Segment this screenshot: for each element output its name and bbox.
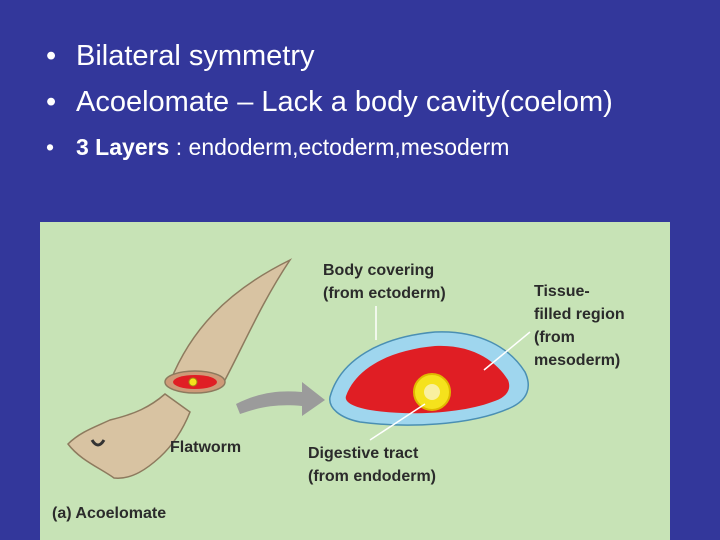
figure-caption: (a) Acoelomate [52,505,166,522]
label-tissue-filled: Tissue- filled region (from mesoderm) [534,283,629,369]
bullet-text: Acoelomate – Lack a body cavity(coelom) [76,86,613,118]
flatworm-eyespot-icon [90,439,106,447]
acoelomate-figure: Body covering (from ectoderm) Tissue- fi… [40,222,670,540]
label-flatworm: Flatworm [170,439,241,456]
gut-cavity [424,384,440,400]
pointer-tissue-filled [483,331,531,371]
pointer-digestive-tract [369,403,426,441]
flatworm-body [67,393,191,479]
bullet-text-bold: 3 Layers [76,134,170,160]
bullet-text: Bilateral symmetry [76,40,315,72]
flatworm-tail [168,258,293,383]
enlarge-arrow [236,382,325,416]
bullet-dot: • [46,40,57,72]
bullet-dot: • [46,86,57,118]
bullet-text: 3 Layers : endoderm,ectoderm,mesoderm [76,134,509,161]
label-digestive-tract: Digestive tract (from endoderm) [308,445,436,485]
bullet-dot: • [46,134,55,160]
flatworm-section-gut [188,377,198,387]
label-body-covering: Body covering (from ectoderm) [323,262,446,302]
bullet-text-rest: : endoderm,ectoderm,mesoderm [169,134,510,160]
acoelomate-diagram: Body covering (from ectoderm) Tissue- fi… [52,258,629,522]
